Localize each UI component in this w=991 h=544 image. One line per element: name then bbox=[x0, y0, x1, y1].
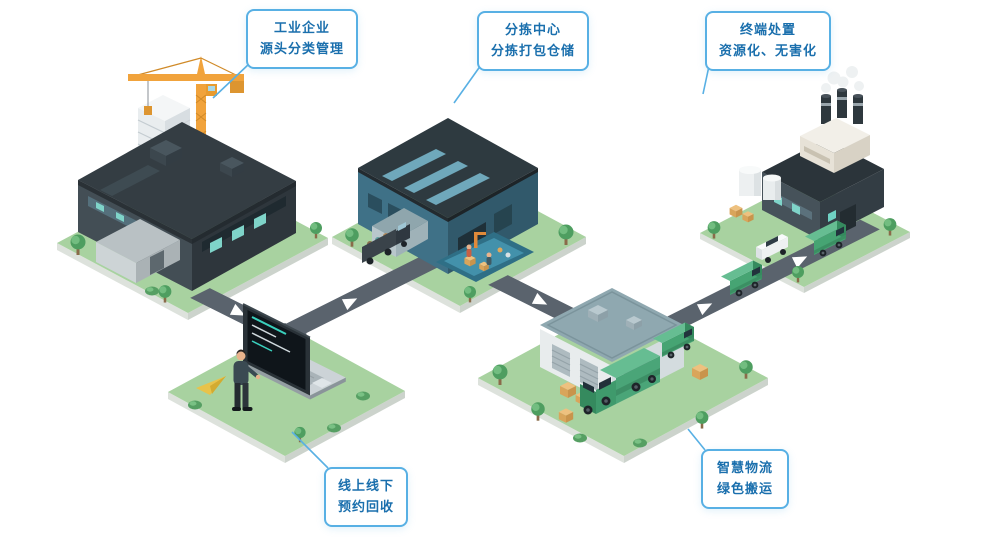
bush-icon bbox=[188, 400, 202, 410]
collection-truck bbox=[362, 222, 410, 265]
worker-figure bbox=[466, 244, 492, 265]
person bbox=[232, 349, 261, 411]
bush-icon bbox=[327, 423, 341, 433]
callout-sorting-subtitle: 分拣打包仓储 bbox=[491, 44, 576, 59]
bush-icon bbox=[573, 433, 587, 443]
callout-online-title: 线上线下 bbox=[338, 479, 395, 494]
platform-online-booking bbox=[168, 327, 405, 463]
callout-logistics: 智慧物流 绿色搬运 bbox=[701, 449, 789, 509]
factory-annex bbox=[96, 219, 180, 283]
rooftop-unit bbox=[150, 140, 244, 177]
bush-icon bbox=[633, 438, 647, 448]
callout-online-subtitle: 预约回收 bbox=[338, 500, 395, 515]
leader-industrial bbox=[212, 62, 251, 99]
garbage-truck-large bbox=[580, 348, 660, 415]
terminal-scene bbox=[707, 66, 897, 283]
callout-sorting: 分拣中心 分拣打包仓储 bbox=[477, 11, 590, 71]
leader-online bbox=[291, 431, 329, 469]
callout-industrial-title: 工业企业 bbox=[274, 21, 331, 36]
callout-industrial-subtitle: 源头分类管理 bbox=[260, 42, 345, 57]
logistics-scene bbox=[492, 260, 762, 448]
white-van bbox=[756, 234, 788, 263]
sorting-scene bbox=[345, 118, 574, 303]
factory-upper-block bbox=[800, 118, 870, 173]
storage-tanks bbox=[739, 166, 781, 200]
steam-cloud bbox=[821, 66, 864, 93]
callout-terminal-title: 终端处置 bbox=[740, 23, 797, 38]
leader-terminal bbox=[702, 65, 710, 95]
callout-sorting-title: 分拣中心 bbox=[505, 23, 562, 38]
laptop bbox=[242, 303, 346, 400]
terminal-factory bbox=[762, 66, 884, 240]
leader-sorting bbox=[453, 64, 482, 104]
callout-logistics-subtitle: 绿色搬运 bbox=[716, 482, 773, 497]
callout-online: 线上线下 预约回收 bbox=[324, 467, 409, 527]
sorting-dock-pool bbox=[436, 232, 534, 282]
bush-icon bbox=[145, 286, 159, 296]
callout-terminal: 终端处置 资源化、无害化 bbox=[705, 11, 832, 71]
chimney bbox=[821, 88, 863, 124]
callout-logistics-title: 智慧物流 bbox=[716, 461, 773, 476]
callout-leader-lines bbox=[212, 62, 710, 469]
industrial-scene bbox=[70, 56, 322, 303]
callout-terminal-subtitle: 资源化、无害化 bbox=[719, 44, 818, 59]
callout-industrial: 工业企业 源头分类管理 bbox=[246, 9, 359, 69]
leader-logistics bbox=[687, 428, 706, 451]
road-online-to-sorting bbox=[275, 249, 455, 339]
paper-plane-icon bbox=[196, 376, 226, 395]
bush-icon bbox=[356, 391, 370, 401]
tree-icon bbox=[695, 411, 709, 429]
roof-ac-unit bbox=[588, 305, 642, 330]
online-booking-scene bbox=[188, 303, 370, 443]
